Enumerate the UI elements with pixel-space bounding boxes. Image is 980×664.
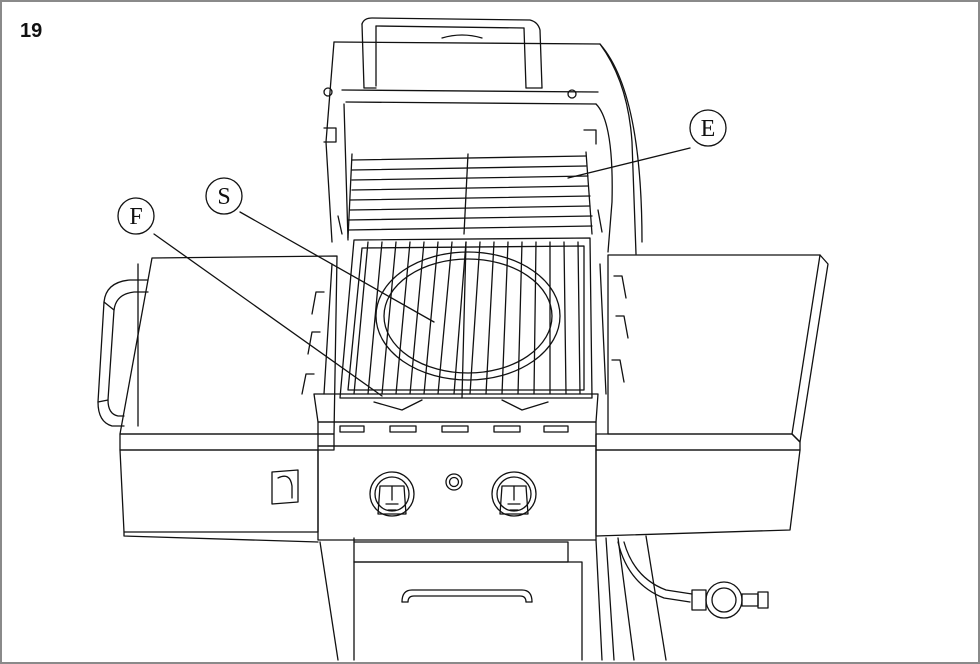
control-knob-right xyxy=(491,471,537,517)
callout-s-letter: S xyxy=(217,184,230,210)
callout-f: F xyxy=(117,197,383,397)
callout-f-letter: F xyxy=(129,204,142,230)
cart-door-handle xyxy=(401,589,533,603)
warming-rack xyxy=(337,151,603,239)
cooking-grates xyxy=(339,237,593,399)
control-panel xyxy=(119,421,801,543)
igniter-button xyxy=(445,473,463,491)
sear-ring xyxy=(375,251,561,381)
left-side-shelf xyxy=(119,255,338,451)
step-number: 19 xyxy=(20,20,43,42)
callout-s: S xyxy=(205,177,435,323)
callout-e: E xyxy=(567,109,727,179)
cart-body xyxy=(319,535,667,661)
lid-handle xyxy=(361,17,543,89)
firebox xyxy=(301,263,629,423)
tool-hook xyxy=(271,469,299,505)
left-handle xyxy=(97,279,149,427)
right-side-shelf xyxy=(595,254,829,451)
grill-lid xyxy=(323,41,643,255)
callout-e-letter: E xyxy=(701,116,716,142)
control-knob-left xyxy=(369,471,415,517)
gas-regulator xyxy=(617,541,769,619)
